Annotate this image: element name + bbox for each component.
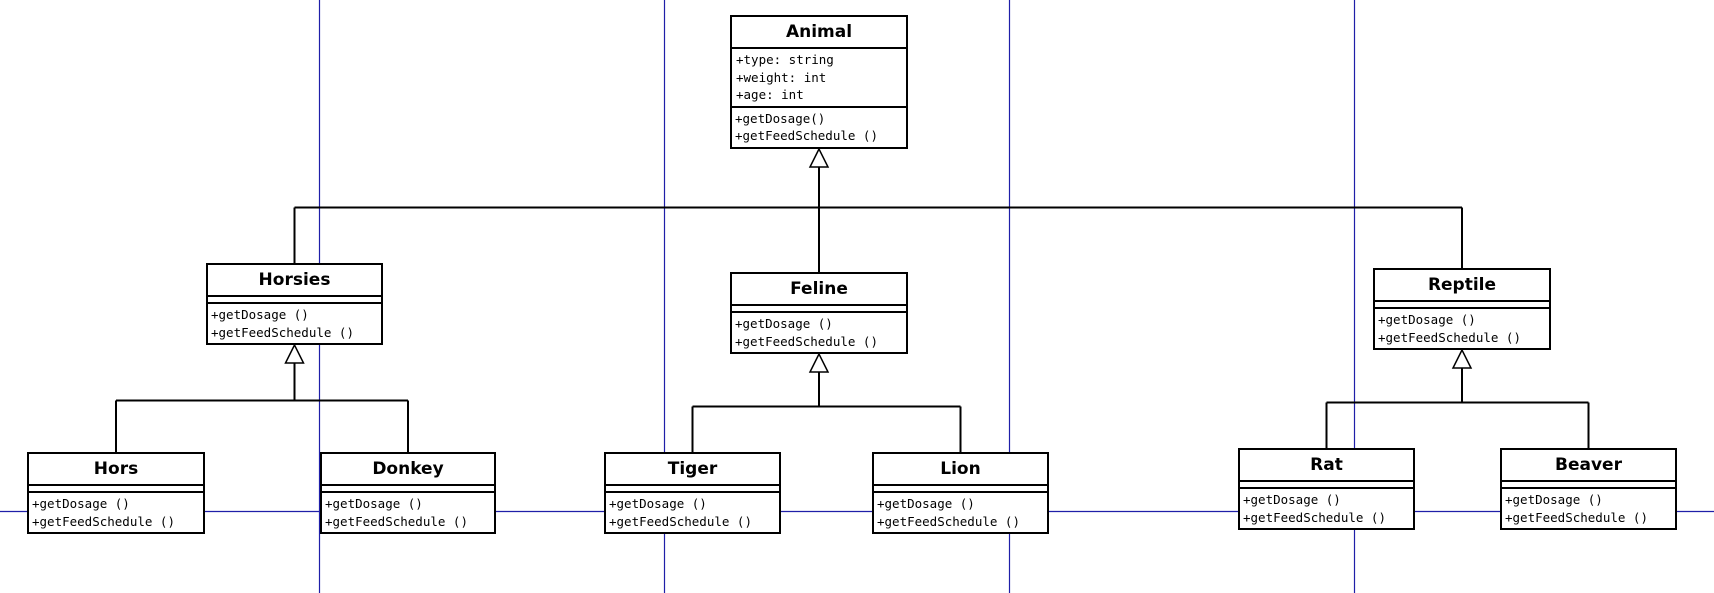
class-operation: +getFeedSchedule (): [735, 333, 878, 349]
class-attributes: [1375, 302, 1549, 309]
class-reptile[interactable]: Reptile +getDosage () +getFeedSchedule (…: [1373, 268, 1551, 350]
generalization-arrowhead: [1451, 348, 1473, 369]
class-attributes: [322, 486, 494, 493]
class-operation: +getDosage (): [1243, 492, 1341, 507]
class-attributes: [29, 486, 203, 493]
class-attributes: [1502, 482, 1675, 489]
class-attribute: +type: string: [736, 52, 834, 67]
class-name: Hors: [29, 454, 203, 486]
class-rat[interactable]: Rat +getDosage () +getFeedSchedule (): [1238, 448, 1415, 530]
class-attributes: [874, 486, 1047, 493]
class-operation: +getDosage (): [735, 316, 833, 331]
class-attributes: [208, 297, 381, 304]
class-operations: +getDosage () +getFeedSchedule (): [29, 493, 203, 532]
class-lion[interactable]: Lion +getDosage () +getFeedSchedule (): [872, 452, 1049, 534]
class-attributes: [732, 306, 906, 313]
class-operation: +getDosage (): [32, 496, 130, 511]
generalization-arrowhead: [808, 352, 830, 373]
class-attributes: [1240, 482, 1413, 489]
class-operation: +getFeedSchedule (): [1378, 329, 1521, 345]
class-operations: +getDosage () +getFeedSchedule (): [1240, 489, 1413, 528]
class-animal[interactable]: Animal +type: string +weight: int +age: …: [730, 15, 908, 149]
class-operation: +getDosage (): [877, 496, 975, 511]
class-name: Tiger: [606, 454, 779, 486]
class-operations: +getDosage () +getFeedSchedule (): [322, 493, 494, 532]
class-name: Beaver: [1502, 450, 1675, 482]
class-name: Animal: [732, 17, 906, 49]
class-operations: +getDosage () +getFeedSchedule (): [208, 304, 381, 343]
class-name: Donkey: [322, 454, 494, 486]
class-operations: +getDosage () +getFeedSchedule (): [874, 493, 1047, 532]
generalization-arrowhead: [284, 343, 305, 364]
class-donkey[interactable]: Donkey +getDosage () +getFeedSchedule (): [320, 452, 496, 534]
class-operation: +getFeedSchedule (): [211, 324, 354, 340]
class-tiger[interactable]: Tiger +getDosage () +getFeedSchedule (): [604, 452, 781, 534]
class-operation: +getFeedSchedule (): [32, 513, 175, 529]
class-operation: +getFeedSchedule (): [609, 513, 752, 529]
class-name: Horsies: [208, 265, 381, 297]
class-name: Feline: [732, 274, 906, 306]
class-name: Rat: [1240, 450, 1413, 482]
class-operation: +getFeedSchedule (): [735, 128, 878, 143]
class-operation: +getDosage (): [609, 496, 707, 511]
class-operation: +getFeedSchedule (): [877, 513, 1020, 529]
class-hors[interactable]: Hors +getDosage () +getFeedSchedule (): [27, 452, 205, 534]
class-operations: +getDosage () +getFeedSchedule (): [1375, 309, 1549, 348]
class-operations: +getDosage () +getFeedSchedule (): [606, 493, 779, 532]
class-operation: +getFeedSchedule (): [325, 513, 468, 529]
class-attribute: +age: int: [736, 87, 804, 102]
class-operation: +getDosage (): [1378, 312, 1476, 327]
class-operation: +getDosage(): [735, 110, 826, 126]
class-feline[interactable]: Feline +getDosage () +getFeedSchedule (): [730, 272, 908, 354]
class-operation: +getFeedSchedule (): [1505, 509, 1648, 525]
class-operation: +getDosage (): [1505, 492, 1603, 507]
generalization-arrowhead: [808, 147, 830, 168]
class-name: Reptile: [1375, 270, 1549, 302]
class-attributes: [606, 486, 779, 493]
class-beaver[interactable]: Beaver +getDosage () +getFeedSchedule (): [1500, 448, 1677, 530]
class-operations: +getDosage () +getFeedSchedule (): [1502, 489, 1675, 528]
class-attributes: +type: string +weight: int +age: int: [732, 49, 906, 108]
class-attribute: +weight: int: [736, 69, 827, 85]
class-operations: +getDosage() +getFeedSchedule (): [732, 108, 906, 147]
class-operation: +getDosage (): [325, 496, 423, 511]
class-name: Lion: [874, 454, 1047, 486]
class-operation: +getFeedSchedule (): [1243, 509, 1386, 525]
class-operations: +getDosage () +getFeedSchedule (): [732, 313, 906, 352]
class-operation: +getDosage (): [211, 307, 309, 322]
